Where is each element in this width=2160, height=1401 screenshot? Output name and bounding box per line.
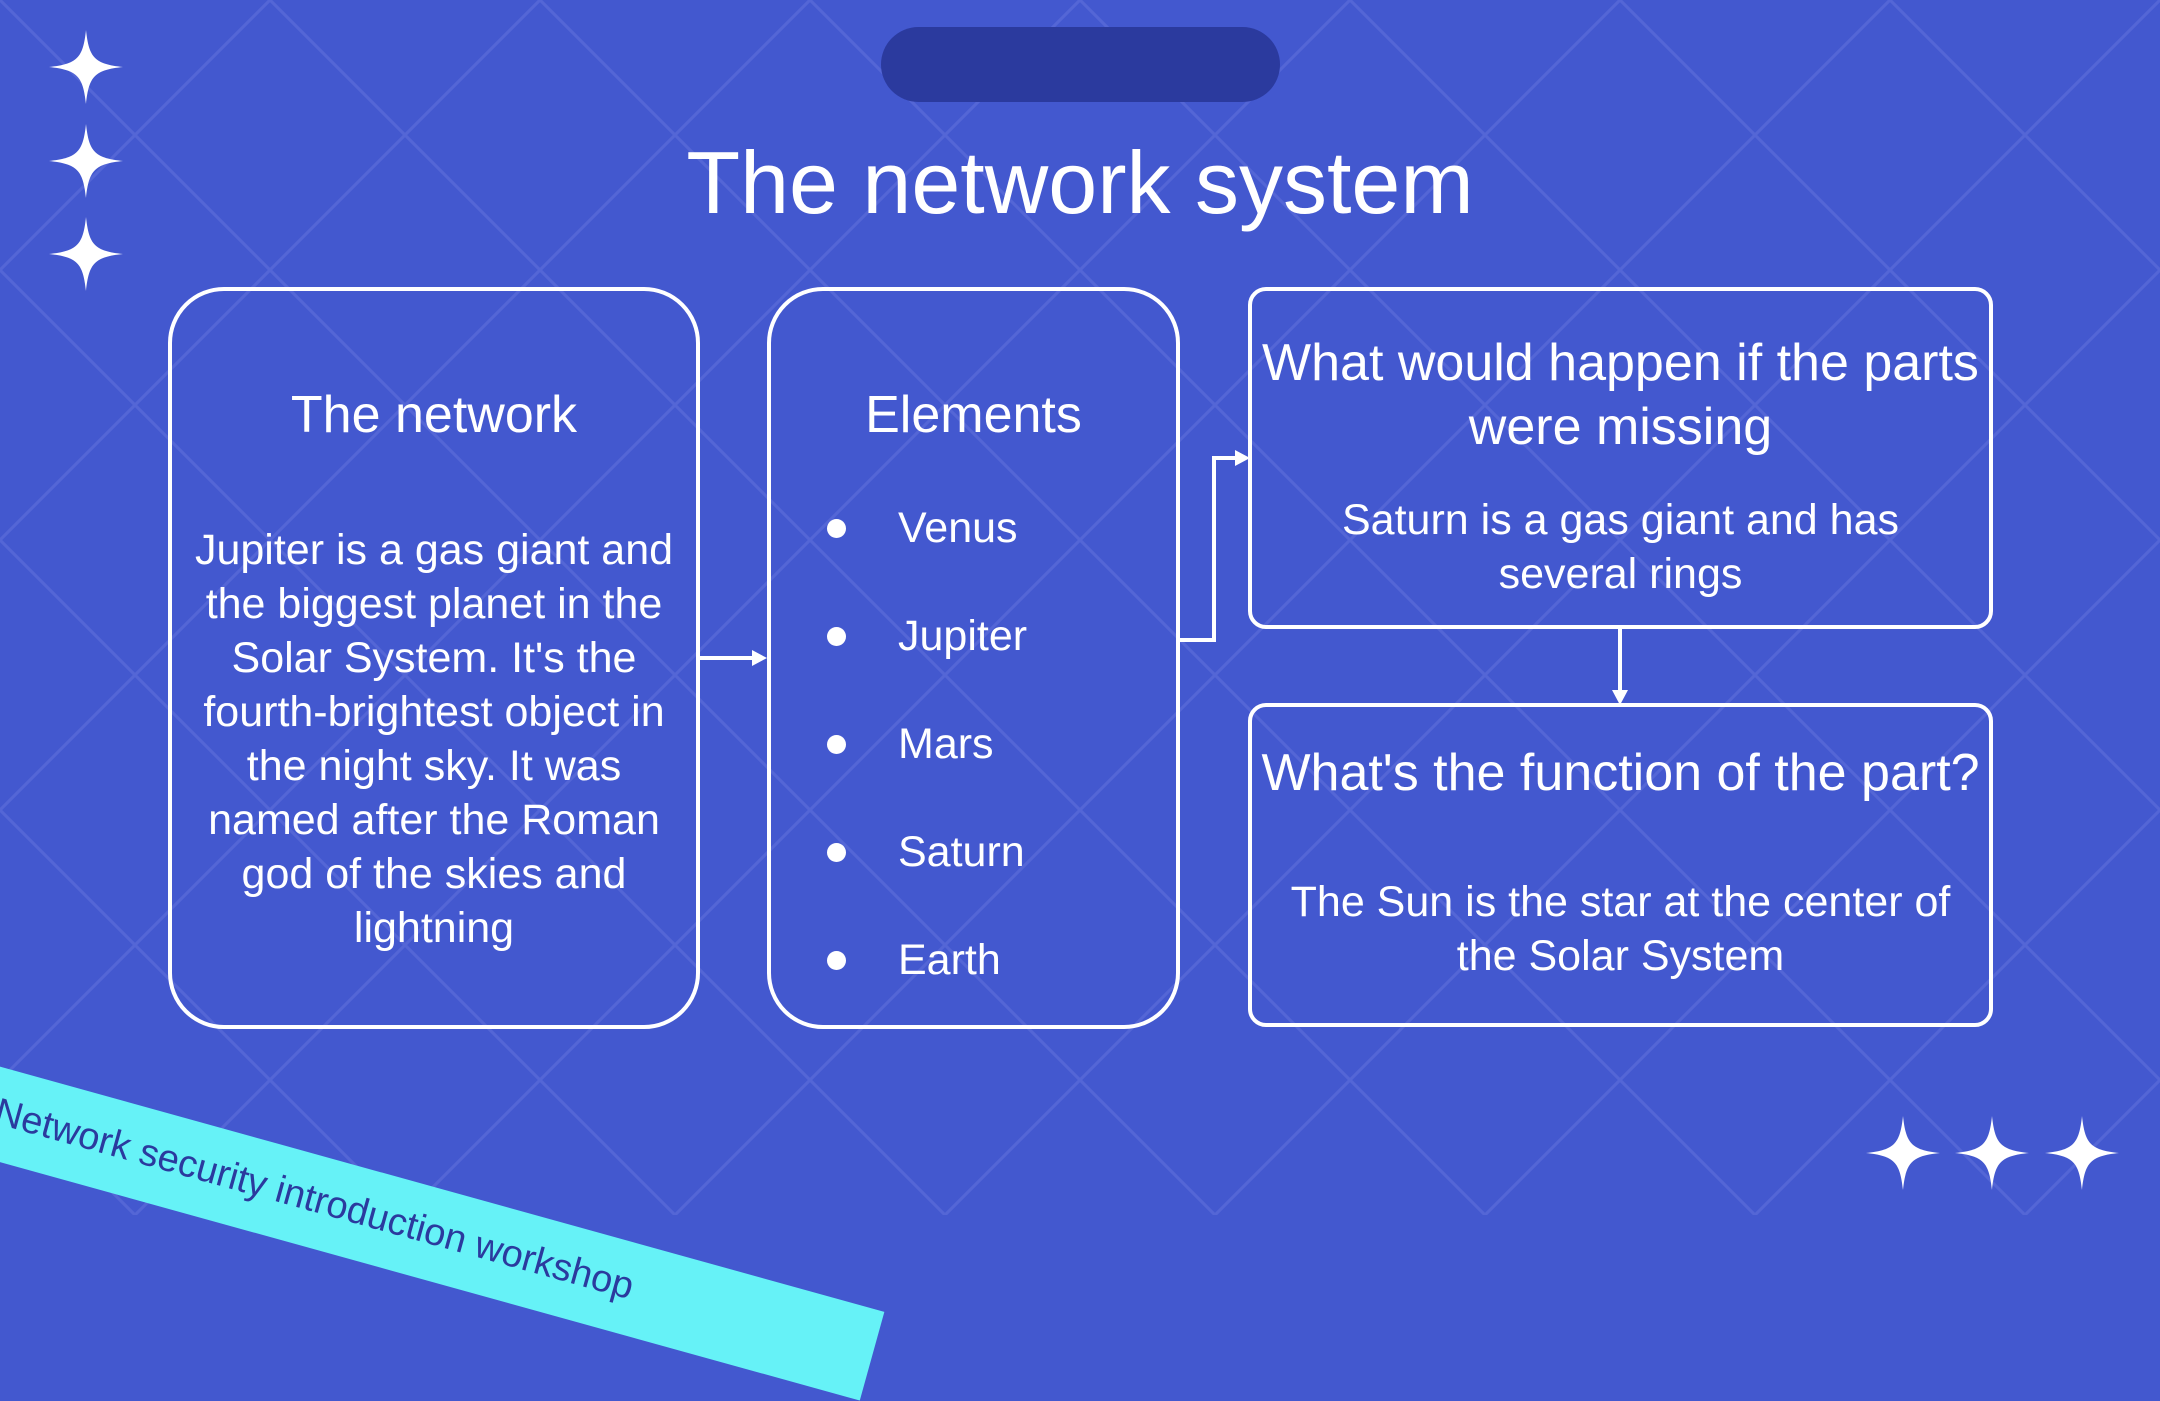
list-item: Jupiter xyxy=(771,609,1171,717)
bullet-icon xyxy=(827,843,846,862)
background-diamond-pattern xyxy=(0,0,2160,1215)
page-title: The network system xyxy=(686,133,1474,232)
function-box: What's the function of the part? The Sun… xyxy=(1248,703,1993,1027)
sparkle-star-icon xyxy=(49,30,123,104)
sparkle-star-icon xyxy=(1955,1116,2029,1190)
function-heading: What's the function of the part? xyxy=(1261,744,1980,802)
sparkle-star-icon xyxy=(49,217,123,291)
function-description: The Sun is the star at the center of the… xyxy=(1290,878,1951,980)
bullet-icon xyxy=(827,735,846,754)
missing-parts-description: Saturn is a gas giant and has several ri… xyxy=(1342,496,1899,598)
missing-parts-heading: What would happen if the parts were miss… xyxy=(1262,334,1979,456)
list-item: Earth xyxy=(771,933,1171,1041)
list-item: Saturn xyxy=(771,825,1171,933)
elements-box: Elements Venus Jupiter Mars Saturn Earth xyxy=(767,287,1180,1029)
network-description: Jupiter is a gas giant and the biggest p… xyxy=(194,526,674,952)
list-item: Mars xyxy=(771,717,1171,825)
sparkle-star-icon xyxy=(1866,1116,1940,1190)
network-box: The network Jupiter is a gas giant and t… xyxy=(168,287,700,1029)
sparkle-star-icon xyxy=(49,124,123,198)
bullet-icon xyxy=(827,951,846,970)
bullet-icon xyxy=(827,519,846,538)
elements-heading: Elements xyxy=(865,386,1082,444)
network-heading: The network xyxy=(290,386,578,444)
elements-list: Venus Jupiter Mars Saturn Earth xyxy=(771,501,1171,1041)
bullet-icon xyxy=(827,627,846,646)
missing-parts-box: What would happen if the parts were miss… xyxy=(1248,287,1993,629)
header-pill xyxy=(881,27,1280,102)
list-item: Venus xyxy=(771,501,1171,609)
sparkle-star-icon xyxy=(2045,1116,2119,1190)
